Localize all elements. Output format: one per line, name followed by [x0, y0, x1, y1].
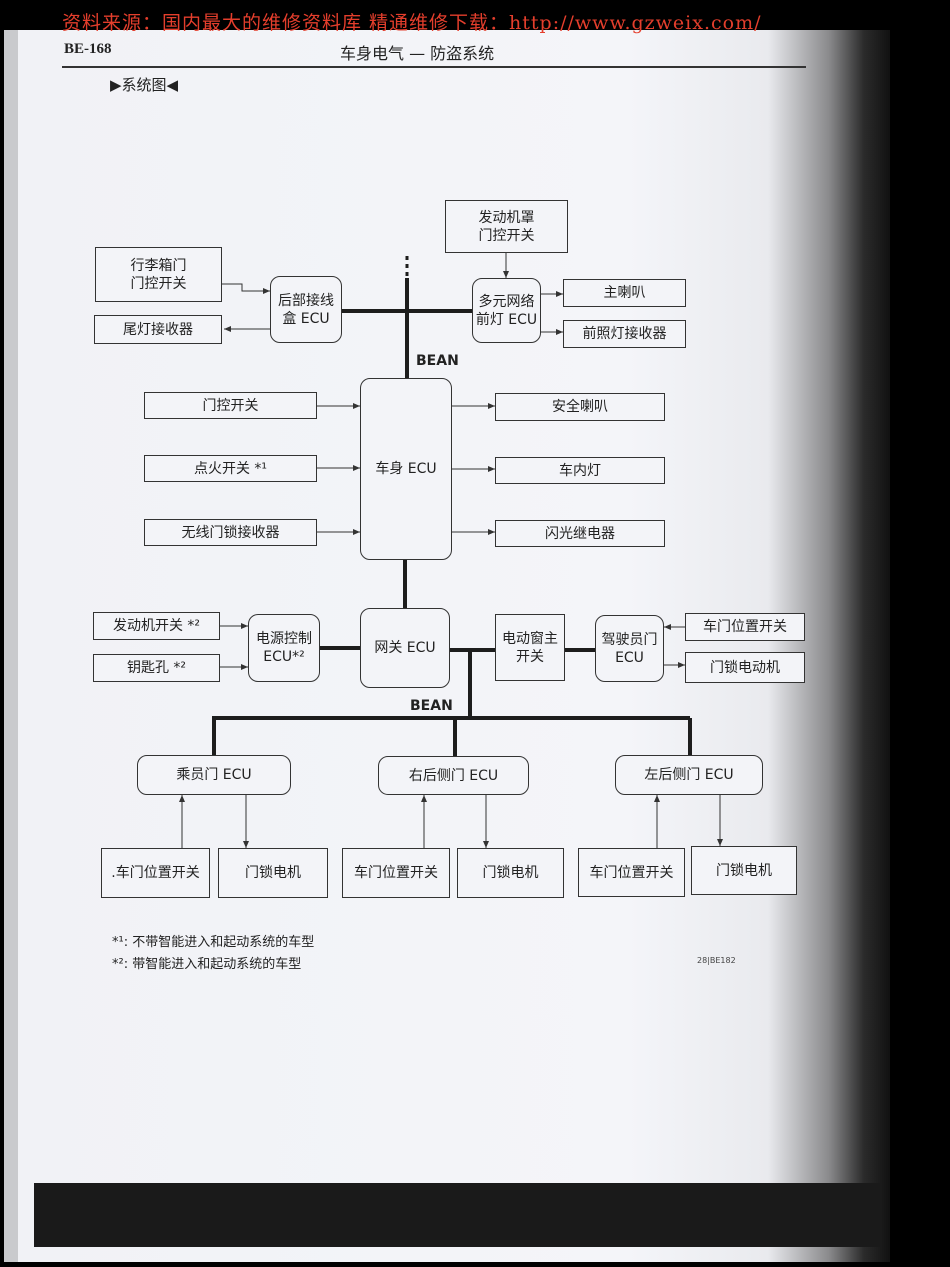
rear-right-door-ecu-box: 右后侧门 ECU — [378, 756, 529, 795]
rear-right-door-position-box: 车门位置开关 — [342, 848, 450, 898]
footnotes: *¹: 不带智能进入和起动系统的车型 *²: 带智能进入和起动系统的车型 — [112, 932, 314, 976]
footnote-2: *²: 带智能进入和起动系统的车型 — [112, 957, 302, 972]
wireless-receiver-box: 无线门锁接收器 — [144, 519, 317, 546]
section-title: ▶系统图◀ — [110, 76, 179, 94]
driver-door-position-box: 车门位置开关 — [685, 613, 805, 641]
key-cylinder-box: 钥匙孔 *² — [93, 654, 220, 682]
hood-switch-box: 发动机罩 门控开关 — [445, 200, 568, 253]
rear-left-door-position-box: 车门位置开关 — [578, 848, 685, 897]
page-header-title: 车身电气 — 防盗系统 — [340, 44, 495, 63]
passenger-door-position-box: .车门位置开关 — [101, 848, 210, 898]
arrow-trunk — [222, 283, 270, 294]
headlight-receiver-box: 前照灯接收器 — [563, 320, 686, 348]
interior-light-box: 车内灯 — [495, 457, 665, 484]
passenger-door-ecu-box: 乘员门 ECU — [137, 755, 291, 795]
rear-left-door-ecu-box: 左后侧门 ECU — [615, 755, 763, 795]
sheet-edge — [4, 30, 18, 1262]
door-switch-box: 门控开关 — [144, 392, 317, 419]
gateway-ecu-box: 网关 ECU — [360, 608, 450, 688]
rear-left-lock-motor-box: 门锁电机 — [691, 846, 797, 895]
flasher-relay-box: 闪光继电器 — [495, 520, 665, 547]
bean-label-bottom: BEAN — [410, 698, 453, 714]
figure-code: 28|BE182 — [697, 956, 736, 965]
page-number: BE-168 — [64, 41, 112, 57]
watermark-text: 资料来源：国内最大的维修资料库 精通维修下载：http://www.gzweix… — [62, 12, 762, 34]
passenger-lock-motor-box: 门锁电机 — [218, 848, 328, 898]
main-horn-box: 主喇叭 — [563, 279, 686, 307]
scan-shadow-band — [34, 1183, 880, 1247]
security-horn-box: 安全喇叭 — [495, 393, 665, 421]
rear-junction-ecu-box: 后部接线 盒 ECU — [270, 276, 342, 343]
driver-lock-motor-box: 门锁电动机 — [685, 652, 805, 683]
body-ecu-box: 车身 ECU — [360, 378, 452, 560]
power-window-master-box: 电动窗主 开关 — [495, 614, 565, 681]
tail-receiver-box: 尾灯接收器 — [94, 315, 222, 344]
header-rule — [62, 66, 806, 68]
footnote-1: *¹: 不带智能进入和起动系统的车型 — [112, 935, 315, 950]
multiplex-headlight-ecu-box: 多元网络 前灯 ECU — [472, 278, 541, 343]
driver-door-ecu-box: 驾驶员门 ECU — [595, 615, 664, 682]
engine-switch-box: 发动机开关 *² — [93, 612, 220, 640]
trunk-door-switch-box: 行李箱门 门控开关 — [95, 247, 222, 302]
ignition-switch-box: 点火开关 *¹ — [144, 455, 317, 482]
rear-right-lock-motor-box: 门锁电机 — [457, 848, 564, 898]
bean-label-top: BEAN — [416, 353, 459, 369]
power-control-ecu-box: 电源控制 ECU*² — [248, 614, 320, 682]
